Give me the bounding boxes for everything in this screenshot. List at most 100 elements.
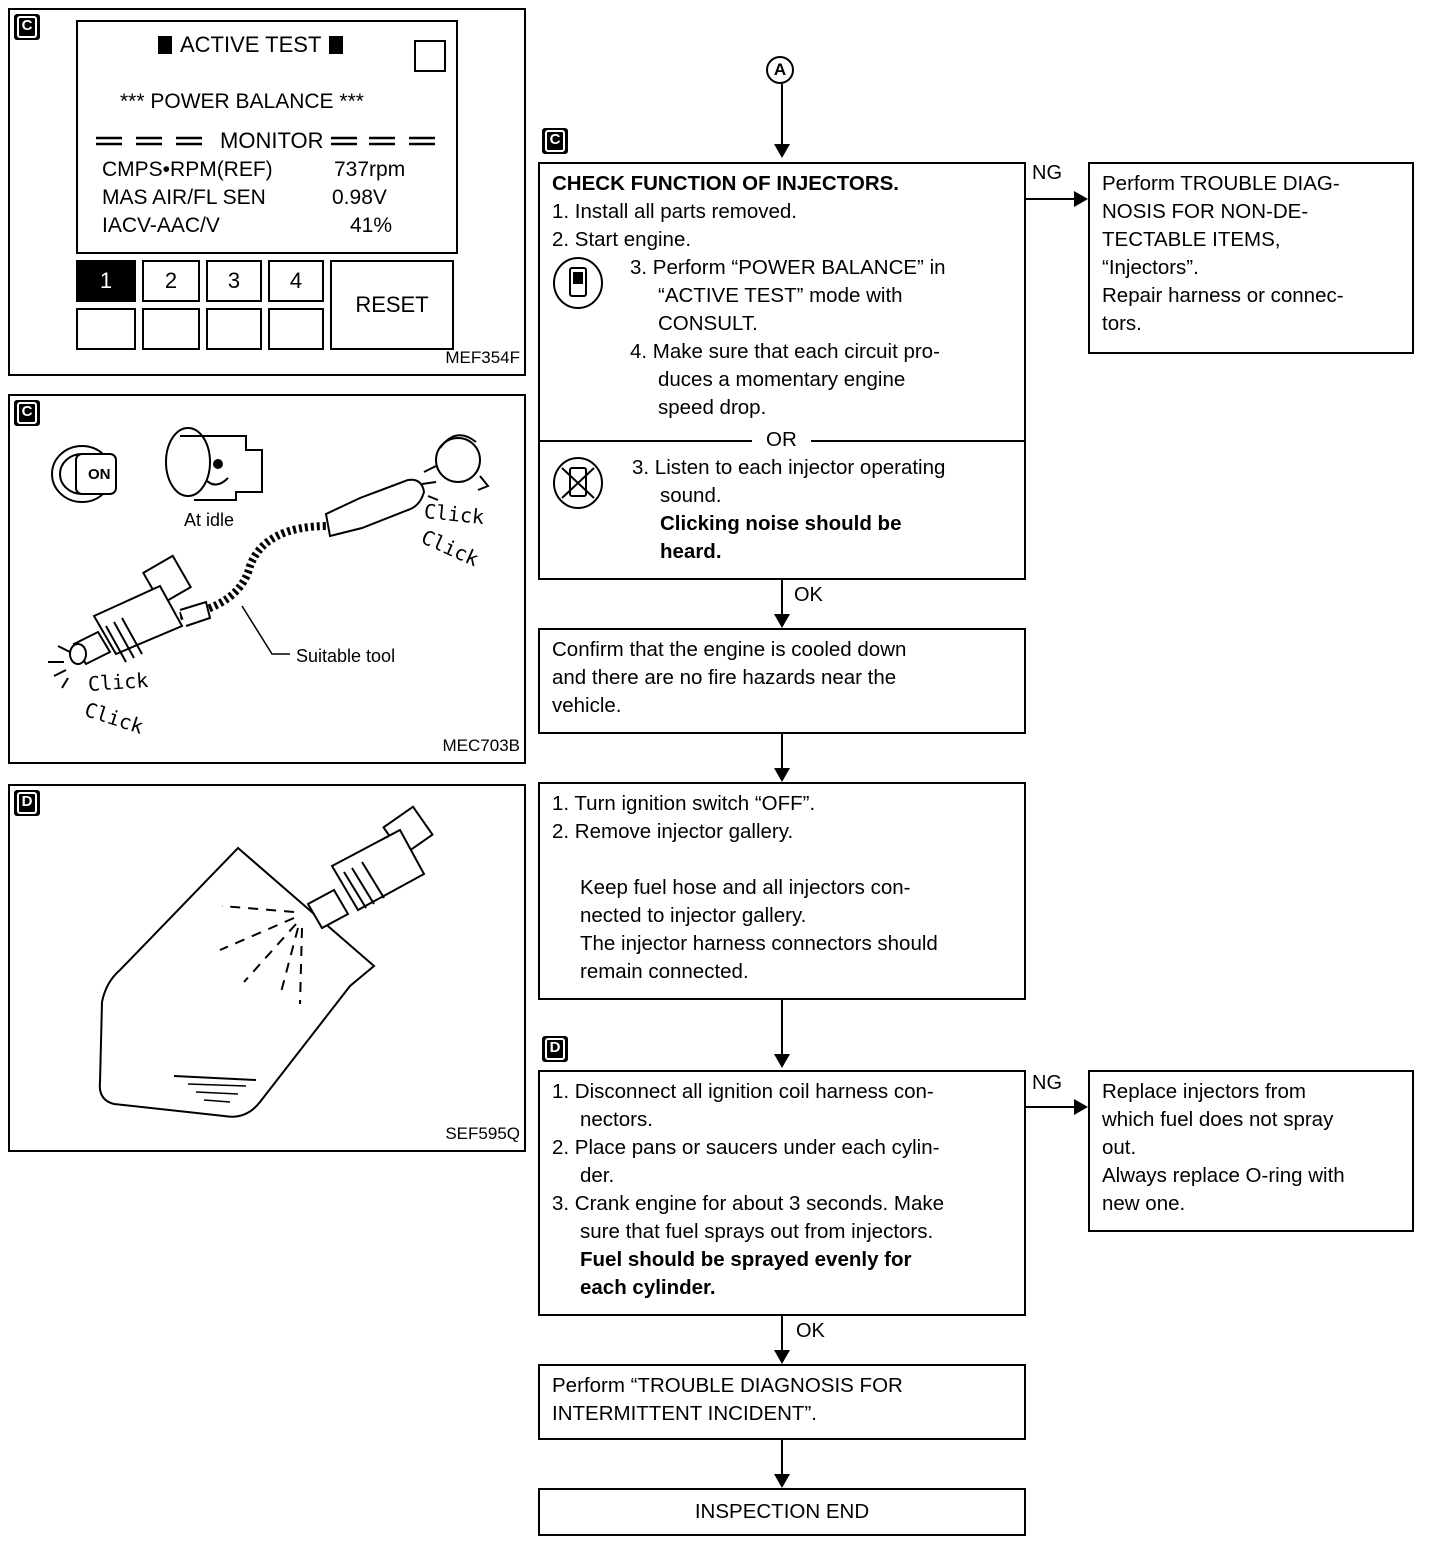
checkbox-icon <box>414 40 446 72</box>
ng-text: Replace injectors from <box>1102 1080 1306 1103</box>
no-consult-icon <box>553 457 603 509</box>
injector-icon <box>306 805 434 930</box>
double-dash-icon <box>331 136 436 146</box>
cylinder-button-2[interactable]: 2 <box>142 260 200 302</box>
monitor-value: 737rpm <box>334 158 406 181</box>
ear-icon <box>435 434 490 491</box>
step-text: duces a momentary engine <box>658 368 906 391</box>
arrow-down <box>774 84 790 158</box>
empty-button[interactable] <box>268 308 324 350</box>
ng-text: TECTABLE ITEMS, <box>1102 228 1281 251</box>
double-dash-icon <box>96 136 202 146</box>
step-badge-c: C <box>14 400 40 426</box>
figure-code: MEC703B <box>442 736 520 755</box>
step-text: 2. Start engine. <box>552 228 692 251</box>
note-text: nected to injector gallery. <box>580 904 807 927</box>
injector-illustration <box>48 427 490 689</box>
ignition-key-icon <box>51 445 117 503</box>
suitable-tool-label: Suitable tool <box>296 646 396 666</box>
step-text: nectors. <box>580 1108 653 1131</box>
ng-text: Always replace O-ring with <box>1102 1164 1345 1187</box>
perform-text: INTERMITTENT INCIDENT”. <box>552 1402 817 1425</box>
monitor-row: CMPS•RPM(REF) <box>102 158 273 181</box>
consult-display: ACTIVE TEST *** POWER BALANCE *** MONITO… <box>76 20 458 254</box>
connector-a: A <box>766 56 794 84</box>
step-text: der. <box>580 1164 615 1187</box>
note-text: Keep fuel hose and all injectors con- <box>580 876 911 899</box>
figure-code: SEF595Q <box>445 1124 520 1143</box>
step-text: 1. Disconnect all ignition coil harness … <box>552 1080 934 1103</box>
step-badge-d: D <box>14 790 40 816</box>
step-badge-d: D <box>542 1036 568 1062</box>
monitor-divider: MONITOR <box>94 128 444 154</box>
cylinder-button-1[interactable]: 1 <box>76 260 136 302</box>
inspection-end-box: INSPECTION END <box>538 1488 1026 1536</box>
ng-result-box: Replace injectors from which fuel does n… <box>1088 1070 1414 1232</box>
monitor-value: 41% <box>350 214 393 237</box>
engine-icon <box>165 427 263 501</box>
step-text: speed drop. <box>658 396 767 419</box>
arrow-down <box>774 1000 790 1068</box>
click-label: Click <box>87 667 149 697</box>
figure-consult-screen: C ACTIVE TEST *** POWER BALANCE *** MONI… <box>8 8 526 376</box>
confirm-text: vehicle. <box>552 694 622 717</box>
ng-result-box: Perform TROUBLE DIAG- NOSIS FOR NON-DE- … <box>1088 162 1414 354</box>
injector-icon <box>69 554 212 666</box>
step-text: “ACTIVE TEST” mode with <box>658 284 903 307</box>
step-text: 1. Install all parts removed. <box>552 200 797 223</box>
arrow-down <box>774 734 790 782</box>
power-balance-title: *** POWER BALANCE *** <box>120 90 364 113</box>
confirm-text: and there are no fire hazards near the <box>552 666 897 689</box>
arrow-down <box>774 1316 790 1364</box>
arrow-down <box>774 1440 790 1488</box>
switch-on-label: ON <box>88 466 111 483</box>
monitor-row: MAS AIR/FL SEN <box>102 186 266 209</box>
spray-lines <box>219 905 303 1005</box>
fuel-spray-box: 1. Disconnect all ignition coil harness … <box>538 1070 1026 1316</box>
check-injectors-box: CHECK FUNCTION OF INJECTORS. 1. Install … <box>538 162 1026 580</box>
note-text: The injector harness connectors should <box>580 932 938 955</box>
empty-button[interactable] <box>142 308 200 350</box>
figure-code: MEF354F <box>445 348 520 367</box>
reset-button[interactable]: RESET <box>330 260 454 350</box>
spray-illustration <box>98 805 434 1118</box>
empty-button[interactable] <box>206 308 262 350</box>
ng-text: Perform TROUBLE DIAG- <box>1102 172 1340 195</box>
arrow-down <box>774 580 790 628</box>
ng-text: NOSIS FOR NON-DE- <box>1102 200 1309 223</box>
step-text: 3. Listen to each injector operating <box>632 456 946 479</box>
bold-note: Fuel should be sprayed evenly for <box>580 1248 912 1271</box>
ng-label: NG <box>1032 1072 1062 1094</box>
check-title: CHECK FUNCTION OF INJECTORS. <box>552 172 899 195</box>
ng-text: “Injectors”. <box>1102 256 1199 279</box>
arrow-right <box>1026 191 1088 207</box>
monitor-row: IACV-AAC/V <box>102 214 220 237</box>
step-badge-c: C <box>14 14 40 40</box>
fuel-level <box>187 1083 247 1103</box>
monitor-label: MONITOR <box>220 128 324 153</box>
cylinder-button-4[interactable]: 4 <box>268 260 324 302</box>
ng-label: NG <box>1032 162 1062 184</box>
confirm-cool-box: Confirm that the engine is cooled down a… <box>538 628 1026 734</box>
sound-lines <box>48 465 439 689</box>
ng-text: new one. <box>1102 1192 1186 1215</box>
at-idle-label: At idle <box>184 510 235 530</box>
empty-button[interactable] <box>76 308 136 350</box>
ng-text: out. <box>1102 1136 1137 1159</box>
confirm-text: Confirm that the engine is cooled down <box>552 638 907 661</box>
cylinder-button-3[interactable]: 3 <box>206 260 262 302</box>
intermittent-incident-box: Perform “TROUBLE DIAGNOSIS FOR INTERMITT… <box>538 1364 1026 1440</box>
step-text: sound. <box>660 484 722 507</box>
consult-icon <box>553 257 603 309</box>
step-text: 2. Remove injector gallery. <box>552 820 794 843</box>
leader-line <box>241 605 290 655</box>
remove-gallery-box: 1. Turn ignition switch “OFF”. 2. Remove… <box>538 782 1026 1000</box>
ng-text: tors. <box>1102 312 1142 335</box>
inspection-end-text: INSPECTION END <box>694 1500 870 1523</box>
arrow-right <box>1026 1099 1088 1115</box>
cable <box>179 522 329 620</box>
container-icon <box>98 846 376 1118</box>
bold-note: heard. <box>660 540 722 563</box>
step-text: sure that fuel sprays out from injectors… <box>580 1220 934 1243</box>
step-text: 2. Place pans or saucers under each cyli… <box>552 1136 940 1159</box>
